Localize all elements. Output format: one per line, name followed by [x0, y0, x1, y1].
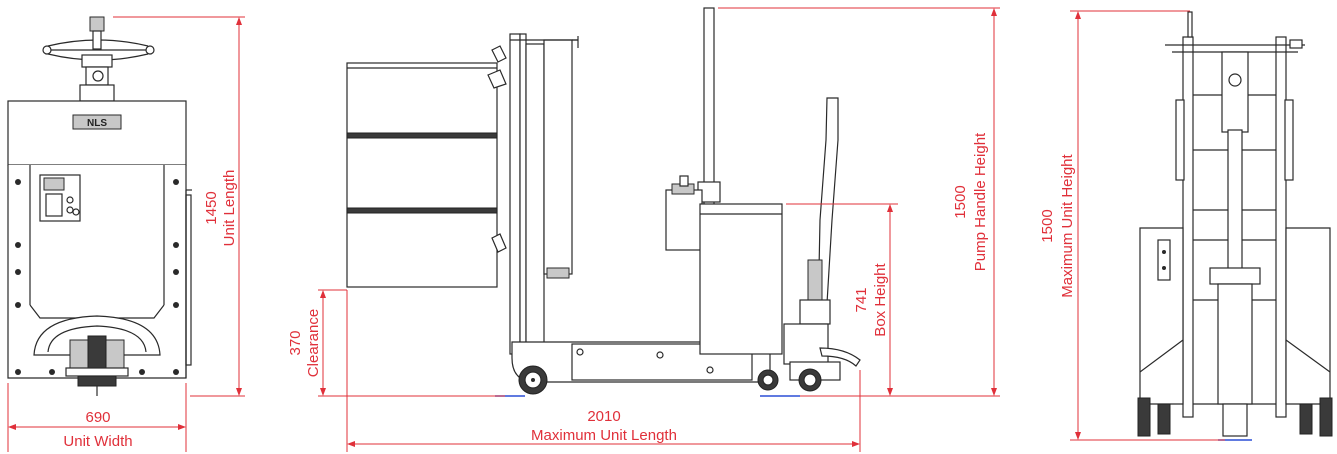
- side-view: [346, 7, 861, 397]
- top-view: NLS: [7, 16, 192, 396]
- badge-text: NLS: [87, 118, 107, 129]
- rear-wheel: [518, 365, 548, 395]
- front-wheel: [757, 368, 822, 392]
- dim-unit-length: 1450 Unit Length: [113, 16, 245, 397]
- dim-clearance: 370 Clearance: [287, 289, 505, 397]
- box-height-label: Box Height: [872, 262, 889, 336]
- pump-height-label: Pump Handle Height: [972, 132, 989, 271]
- unit-length-label: Unit Length: [221, 170, 238, 247]
- max-length-value: 2010: [587, 408, 620, 425]
- front-view: [1137, 11, 1333, 441]
- nls-badge: NLS: [72, 114, 122, 130]
- dim-pump-handle-height: 1500 Pump Handle Height: [718, 7, 1000, 397]
- dim-unit-width: 690 Unit Width: [7, 383, 187, 452]
- pump-height-value: 1500: [952, 185, 969, 218]
- dim-box-height: 741 Box Height: [786, 203, 898, 397]
- max-height-label: Maximum Unit Height: [1059, 153, 1076, 297]
- clearance-label: Clearance: [305, 309, 322, 377]
- dim-max-unit-height: 1500 Maximum Unit Height: [1039, 10, 1225, 441]
- dim-max-unit-length: 2010 Maximum Unit Length: [346, 290, 861, 452]
- max-length-label: Maximum Unit Length: [531, 427, 677, 444]
- unit-width-label: Unit Width: [63, 433, 132, 450]
- unit-width-value: 690: [85, 409, 110, 426]
- max-height-value: 1500: [1039, 209, 1056, 242]
- hand-wheel: [42, 16, 155, 102]
- clearance-value: 370: [287, 330, 304, 355]
- box-height-value: 741: [853, 287, 870, 312]
- unit-length-value: 1450: [203, 191, 220, 224]
- top-body-header: [7, 100, 187, 166]
